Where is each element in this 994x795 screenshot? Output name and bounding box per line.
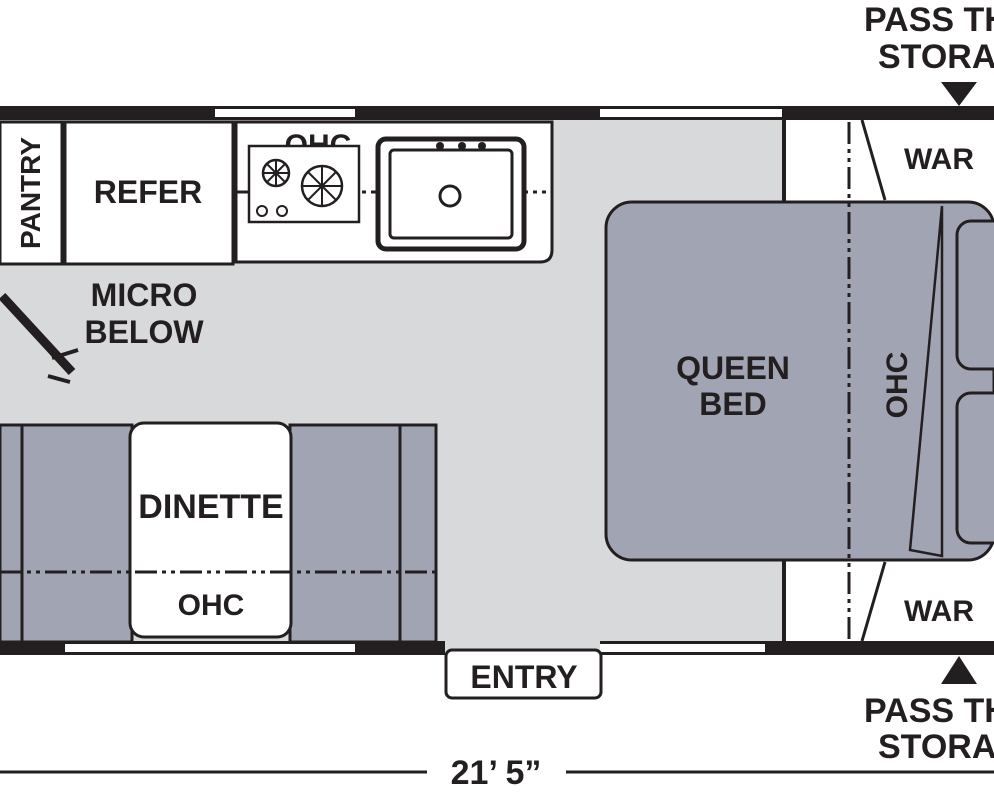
faucet-icon: [436, 142, 444, 150]
ohc-dinette-label: OHC: [178, 589, 245, 622]
pass-through-bottom-line2: STORA: [878, 728, 994, 766]
pantry-label: PANTRY: [15, 137, 46, 249]
pass-through-top-line2: STORA: [878, 38, 994, 76]
burner-large-grate-icon: [302, 166, 342, 206]
top-window-1: [215, 109, 355, 117]
pass-through-bottom-line1: PASS TH: [864, 692, 994, 730]
burner-knob-icon: [276, 205, 288, 217]
refer-label: REFER: [94, 174, 202, 210]
pillow-top: [955, 219, 994, 371]
pass-through-top-arrow-icon: [941, 82, 977, 106]
burner-small-grate-icon: [263, 160, 289, 186]
pass-through-bottom-arrow-icon: [941, 656, 977, 684]
refrigerator: [63, 120, 235, 266]
dinette-seat-left: [0, 423, 24, 644]
wardrobe-bottom-label: WAR: [904, 595, 974, 628]
entry-label: ENTRY: [470, 659, 577, 695]
bedroom-top-partition: [782, 120, 786, 202]
faucet-icon: [478, 142, 486, 150]
sink-basin: [388, 148, 514, 240]
wardrobe-bottom-door: [860, 561, 887, 642]
bottom-window-2: [600, 644, 765, 652]
micro-arrow: [0, 292, 76, 376]
faucet-icon: [458, 142, 466, 150]
burner-knob-icon: [256, 205, 268, 217]
micro-label-line1: MICRO: [91, 277, 198, 313]
micro-label-line2: BELOW: [84, 314, 204, 350]
micro-arrow-head-icon: [47, 348, 79, 384]
queen-bed: [604, 200, 994, 562]
dinette-label: DINETTE: [138, 488, 283, 526]
bottom-window-1: [65, 644, 355, 652]
dinette-bench-left: [20, 423, 134, 644]
wardrobe-top-label: WAR: [904, 143, 974, 176]
sink-drain-icon: [438, 184, 462, 208]
queen-bed-label-line2: BED: [699, 386, 767, 422]
queen-bed-label-line1: QUEEN: [676, 350, 790, 386]
pillow-bottom: [955, 391, 994, 545]
dinette-seat-right: [398, 423, 438, 644]
bedroom-bottom-partition: [782, 560, 786, 642]
dinette-bench-right: [288, 423, 402, 644]
ohc-bed-label: OHC: [881, 352, 914, 419]
dinette-table: [128, 421, 293, 639]
top-window-2: [600, 109, 782, 117]
wardrobe-top-door: [860, 119, 887, 201]
entry-step: [444, 648, 603, 700]
length-dimension-label: 21’ 5”: [451, 754, 542, 792]
pass-through-top-line1: PASS TH: [864, 1, 994, 39]
pantry: [0, 120, 64, 266]
headboard-wedge: [908, 205, 944, 558]
top-wall: [0, 106, 994, 120]
